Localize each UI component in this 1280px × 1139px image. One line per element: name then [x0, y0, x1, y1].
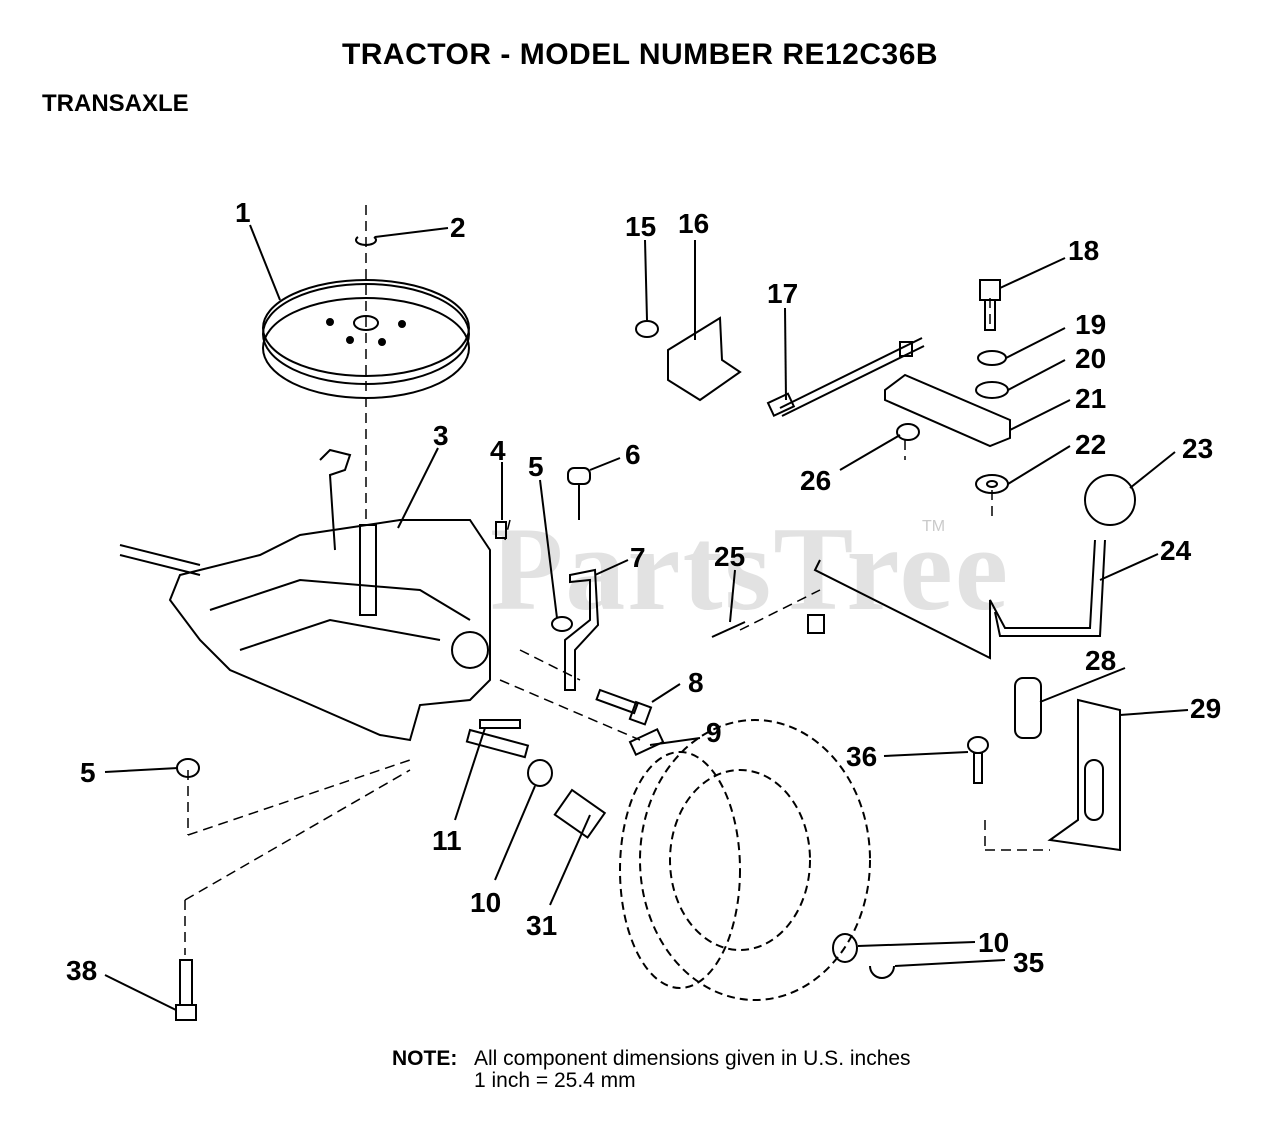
- callout-6: 6: [625, 439, 641, 470]
- callout-10-right: 10: [978, 927, 1009, 958]
- callout-7: 7: [630, 542, 646, 573]
- retaining-ring-part[interactable]: [355, 236, 377, 246]
- callout-35: 35: [1013, 947, 1044, 978]
- trademark-mark: TM: [922, 518, 946, 535]
- callout-20: 20: [1075, 343, 1106, 374]
- spring-part[interactable]: [1014, 677, 1042, 739]
- callout-28: 28: [1085, 645, 1116, 676]
- knob-part[interactable]: [1084, 474, 1136, 526]
- dimension-note: NOTE: All component dimensions given in U…: [392, 1048, 911, 1092]
- callout-5-top: 5: [528, 451, 544, 482]
- washer-part[interactable]: [635, 320, 659, 338]
- callout-8: 8: [688, 667, 704, 698]
- callout-26: 26: [800, 465, 831, 496]
- callout-15: 15: [625, 211, 656, 242]
- callout-36: 36: [846, 741, 877, 772]
- section-title: TRANSAXLE: [42, 90, 189, 117]
- callout-38: 38: [66, 955, 97, 986]
- callout-4: 4: [490, 435, 506, 466]
- bracket-part[interactable]: [667, 316, 742, 402]
- callout-3: 3: [433, 420, 449, 451]
- callout-10-left: 10: [470, 887, 501, 918]
- rod-part[interactable]: [766, 337, 925, 418]
- note-label: NOTE:: [392, 1047, 458, 1070]
- callout-21: 21: [1075, 383, 1106, 414]
- callout-17: 17: [767, 278, 798, 309]
- callout-1: 1: [235, 197, 251, 228]
- support-bracket-part[interactable]: [1047, 698, 1121, 852]
- callout-29: 29: [1190, 693, 1221, 724]
- page-title: TRACTOR - MODEL NUMBER RE12C36B: [341, 38, 939, 71]
- tire-part[interactable]: [619, 719, 871, 1001]
- bolt-part[interactable]: [979, 279, 1001, 331]
- transaxle-housing[interactable]: [119, 448, 530, 759]
- note-line-2: 1 inch = 25.4 mm: [474, 1069, 636, 1092]
- callout-18: 18: [1068, 235, 1099, 266]
- callout-9: 9: [706, 717, 722, 748]
- callout-5-bottom: 5: [80, 757, 96, 788]
- callout-25: 25: [714, 541, 745, 572]
- link-plate-part[interactable]: [884, 373, 1011, 448]
- callout-24: 24: [1160, 535, 1192, 566]
- callout-16: 16: [678, 208, 709, 239]
- callout-2: 2: [450, 212, 466, 243]
- callout-22: 22: [1075, 429, 1106, 460]
- callout-19: 19: [1075, 309, 1106, 340]
- callout-11: 11: [432, 825, 462, 856]
- note-line-1: All component dimensions given in U.S. i…: [474, 1047, 911, 1070]
- callout-31: 31: [526, 910, 557, 941]
- lever-part[interactable]: [813, 539, 1096, 660]
- callout-23: 23: [1182, 433, 1213, 464]
- watermark: PartsTree: [490, 502, 1010, 635]
